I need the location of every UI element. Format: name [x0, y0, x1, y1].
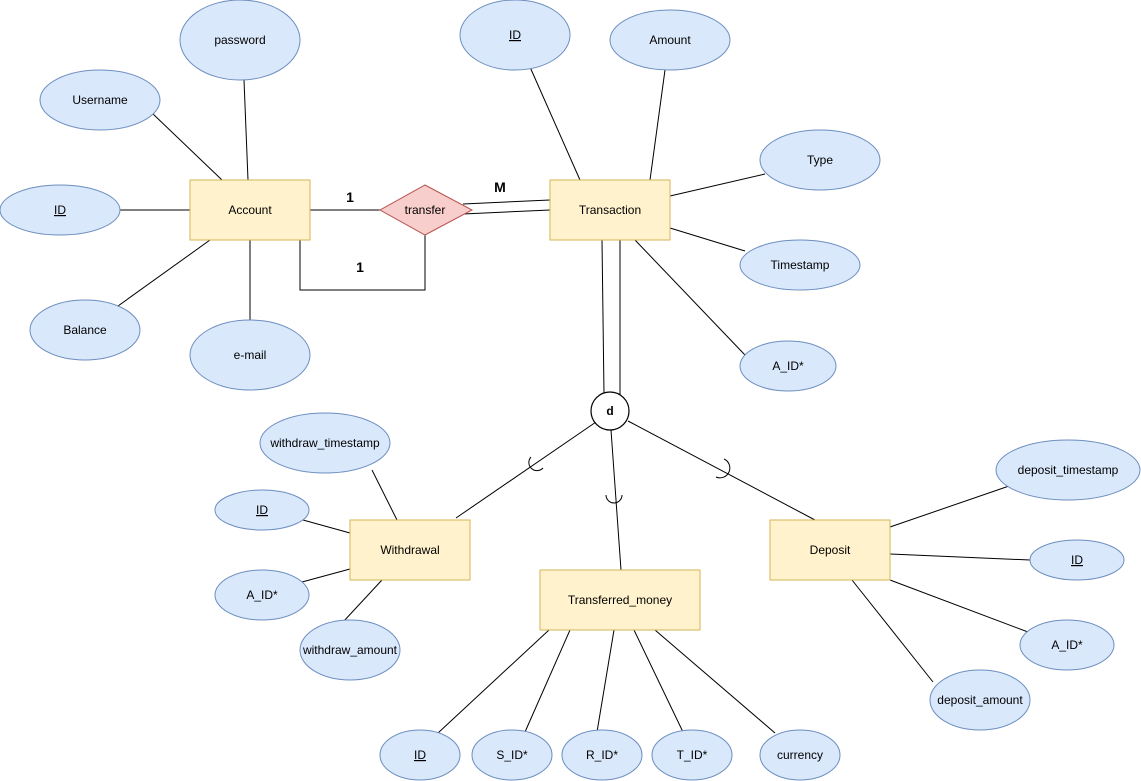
svg-text:Deposit: Deposit — [810, 543, 851, 557]
attribute-transaction-aid: A_ID* — [739, 340, 837, 392]
edge-transaction-id — [529, 66, 581, 181]
edge-transfer-transaction-1 — [462, 199, 551, 205]
attribute-username: Username — [39, 69, 161, 131]
attribute-withdraw-amount: withdraw_amount — [299, 619, 401, 681]
attribute-deposit-id: ID — [1029, 539, 1125, 581]
svg-text:Balance: Balance — [63, 323, 107, 337]
attribute-password: password — [179, 0, 301, 81]
edge-transaction-timestamp — [669, 227, 746, 252]
attribute-account-id: ID — [0, 184, 121, 236]
entity-account: Account — [189, 179, 311, 241]
edge-transaction-type — [669, 173, 766, 197]
cardinality-transaction: M — [494, 179, 506, 195]
edge-account-transfer-loop — [299, 235, 426, 291]
edge-transaction-amount — [649, 69, 666, 181]
edge-deposit-amount — [851, 579, 934, 683]
subset-arc-withdrawal — [528, 456, 544, 472]
svg-text:ID: ID — [1071, 553, 1083, 567]
edge-transferred-id — [437, 629, 550, 734]
entity-deposit: Deposit — [769, 519, 891, 581]
edge-account-password — [243, 79, 249, 181]
attribute-transaction-id: ID — [459, 0, 571, 71]
svg-text:withdraw_timestamp: withdraw_timestamp — [269, 436, 380, 450]
svg-text:transfer: transfer — [405, 203, 446, 217]
attribute-withdraw-timestamp: withdraw_timestamp — [259, 412, 391, 474]
edge-disjoint-deposit — [627, 420, 816, 521]
cardinality-account-loop: 1 — [356, 259, 364, 275]
connector-lines — [117, 66, 1031, 734]
svg-text:ID: ID — [509, 28, 521, 42]
svg-text:deposit_amount: deposit_amount — [937, 693, 1023, 707]
svg-text:Username: Username — [72, 93, 128, 107]
edge-deposit-aid — [889, 579, 1029, 633]
svg-text:ID: ID — [256, 503, 268, 517]
edge-withdrawal-id — [302, 519, 351, 534]
attribute-transferred-id: ID — [379, 729, 461, 781]
edge-transferred-tid — [633, 629, 684, 733]
edge-disjoint-transferred — [610, 429, 622, 571]
attribute-sid: S_ID* — [471, 729, 553, 781]
edge-withdrawal-timestamp — [371, 469, 398, 521]
disjoint-specialization: d — [590, 391, 630, 431]
edge-deposit-timestamp — [889, 484, 1013, 528]
svg-text:Transaction: Transaction — [579, 203, 641, 217]
edge-transferred-rid — [596, 629, 615, 733]
attribute-deposit-timestamp: deposit_timestamp — [995, 439, 1141, 501]
edge-account-balance — [117, 239, 211, 307]
edge-withdrawal-amount — [342, 579, 383, 623]
attribute-deposit-aid: A_ID* — [1019, 619, 1115, 671]
edge-withdrawal-aid — [301, 568, 351, 583]
cardinality-account-top: 1 — [346, 189, 354, 205]
subset-arcs — [528, 456, 731, 504]
svg-text:A_ID*: A_ID* — [1051, 638, 1083, 652]
entity-withdrawal: Withdrawal — [349, 519, 471, 581]
svg-text:Account: Account — [228, 203, 272, 217]
attribute-deposit-amount: deposit_amount — [929, 669, 1031, 731]
attribute-withdrawal-aid: A_ID* — [214, 569, 310, 621]
edge-transferred-currency — [654, 629, 776, 734]
svg-text:d: d — [606, 404, 613, 418]
attribute-balance: Balance — [29, 299, 141, 361]
edge-disjoint-withdrawal — [455, 421, 597, 519]
attribute-currency: currency — [759, 729, 841, 781]
edge-transaction-aid — [634, 239, 746, 356]
svg-text:R_ID*: R_ID* — [586, 748, 618, 762]
attribute-tid: T_ID* — [651, 729, 733, 781]
attribute-withdrawal-id: ID — [214, 489, 310, 531]
svg-text:Type: Type — [807, 153, 833, 167]
svg-text:Amount: Amount — [649, 33, 691, 47]
attribute-amount: Amount — [609, 9, 731, 71]
relationship-transfer: transfer — [378, 184, 474, 236]
edge-transaction-disjoint-1 — [601, 239, 605, 395]
svg-text:withdraw_amount: withdraw_amount — [302, 643, 398, 657]
svg-text:Timestamp: Timestamp — [771, 258, 830, 272]
attribute-timestamp: Timestamp — [739, 239, 861, 291]
attribute-email: e-mail — [189, 319, 311, 391]
svg-text:ID: ID — [54, 203, 66, 217]
edge-transferred-sid — [524, 629, 571, 733]
subset-arc-transferred — [605, 494, 623, 504]
svg-text:S_ID*: S_ID* — [496, 748, 528, 762]
edge-deposit-id — [889, 553, 1031, 561]
svg-text:ID: ID — [414, 748, 426, 762]
edge-transfer-transaction-2 — [462, 209, 551, 215]
svg-text:password: password — [214, 33, 265, 47]
svg-text:currency: currency — [777, 748, 823, 762]
svg-text:T_ID*: T_ID* — [677, 748, 708, 762]
svg-text:Withdrawal: Withdrawal — [380, 543, 439, 557]
attribute-type: Type — [759, 129, 881, 191]
svg-text:deposit_timestamp: deposit_timestamp — [1018, 463, 1119, 477]
subset-arc-deposit — [715, 458, 731, 479]
attribute-rid: R_ID* — [561, 729, 643, 781]
entity-transferred-money: Transferred_money — [539, 569, 701, 631]
svg-text:Transferred_money: Transferred_money — [568, 593, 672, 607]
entity-transaction: Transaction — [549, 179, 671, 241]
svg-text:A_ID*: A_ID* — [246, 588, 278, 602]
svg-text:A_ID*: A_ID* — [772, 359, 804, 373]
svg-text:e-mail: e-mail — [234, 348, 267, 362]
edge-account-username — [151, 112, 223, 181]
